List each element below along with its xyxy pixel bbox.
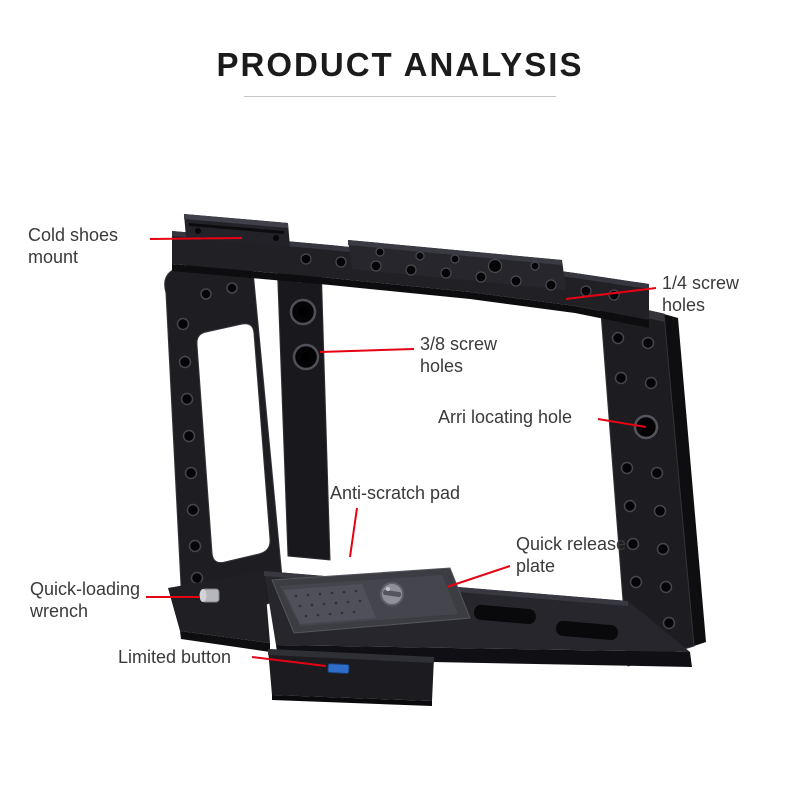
leader-three-eighth <box>319 348 415 353</box>
base-slots <box>474 604 618 641</box>
page-title: PRODUCT ANALYSIS <box>216 46 584 83</box>
dring-screw <box>380 582 404 606</box>
top-plate <box>172 214 649 328</box>
base-front-block <box>268 649 434 706</box>
label-three-eighth-screw-holes: 3/8 screw holes <box>420 334 498 377</box>
three-eighth-holes-part <box>289 298 320 371</box>
label-quick-release-plate: Quick release plate <box>516 534 627 577</box>
label-anti-scratch-pad: Anti-scratch pad <box>330 483 461 503</box>
top-plate-screw-holes <box>300 247 620 301</box>
limited-button-part <box>327 663 350 674</box>
label-cold-shoes-mount: Cold shoes mount <box>28 225 119 268</box>
title-divider <box>244 96 556 97</box>
leader-quarter-screw <box>565 287 657 300</box>
label-quarter-screw-holes: 1/4 screw holes <box>662 273 740 316</box>
leader-arri <box>597 418 647 428</box>
label-limited-button: Limited button <box>118 647 232 667</box>
leader-anti-scratch <box>349 507 358 558</box>
leader-limited-button <box>251 656 327 667</box>
left-side-frame <box>164 253 283 623</box>
front-upright <box>276 256 331 561</box>
quick-loading-wrench-knob <box>199 588 220 603</box>
leader-quick-release <box>446 565 511 588</box>
left-frame-screw-holes <box>176 282 238 585</box>
leader-cold-shoes <box>149 237 243 240</box>
quick-release-plate-part <box>271 567 471 634</box>
anti-scratch-pad-part <box>284 584 376 624</box>
label-arri-locating-hole: Arri locating hole <box>438 407 573 427</box>
leader-lines <box>146 237 657 667</box>
label-quick-loading-wrench: Quick-loading wrench <box>30 579 141 622</box>
